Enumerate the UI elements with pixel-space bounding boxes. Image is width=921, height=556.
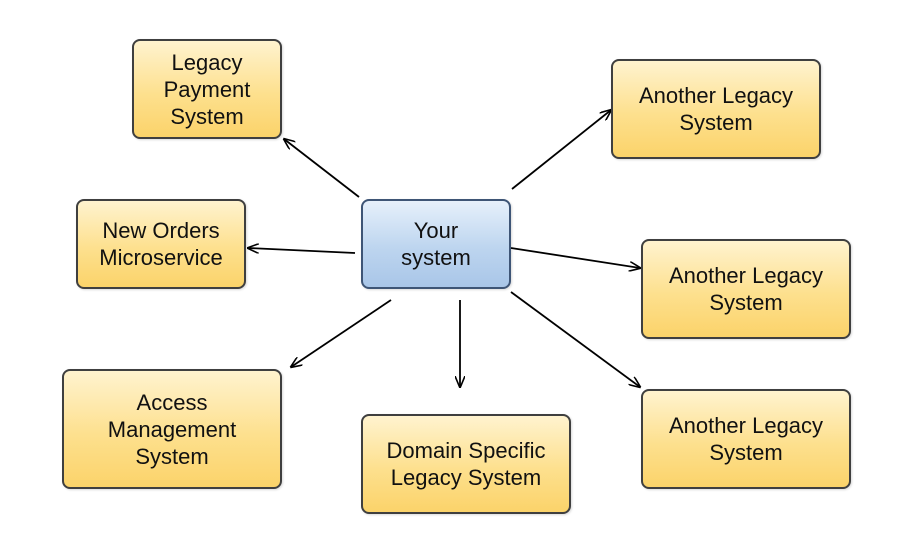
- access-management-system-label: Access Management System: [107, 389, 237, 469]
- domain-specific-legacy-system-box: Domain Specific Legacy System: [361, 414, 571, 514]
- access-management-system-box: Access Management System: [62, 369, 282, 489]
- legacy-payment-system-label: Legacy Payment System: [163, 49, 251, 129]
- another-legacy-system-label-bottom: Another Legacy System: [668, 413, 824, 465]
- domain-specific-legacy-system-label: Domain Specific Legacy System: [386, 438, 546, 490]
- new-orders-microservice-label: New Orders Microservice: [99, 218, 223, 270]
- another-legacy-system-label-middle: Another Legacy System: [668, 263, 824, 315]
- arrow-to-new-orders: [248, 248, 356, 254]
- arrow-to-legacy-payment: [284, 139, 360, 198]
- legacy-payment-system-box: Legacy Payment System: [132, 39, 282, 139]
- new-orders-microservice-box: New Orders Microservice: [76, 199, 246, 289]
- arrow-to-another-legacy-1: [511, 110, 611, 190]
- your-system-box: Your system: [361, 199, 511, 289]
- another-legacy-system-box-bottom: Another Legacy System: [641, 389, 851, 489]
- your-system-label: Your system: [401, 218, 471, 270]
- another-legacy-system-box-middle: Another Legacy System: [641, 239, 851, 339]
- another-legacy-system-label-top: Another Legacy System: [638, 83, 794, 135]
- arrow-to-another-legacy-2: [510, 247, 640, 268]
- arrow-to-another-legacy-3: [510, 291, 640, 387]
- another-legacy-system-box-top: Another Legacy System: [611, 59, 821, 159]
- arrow-to-access-management: [291, 299, 392, 367]
